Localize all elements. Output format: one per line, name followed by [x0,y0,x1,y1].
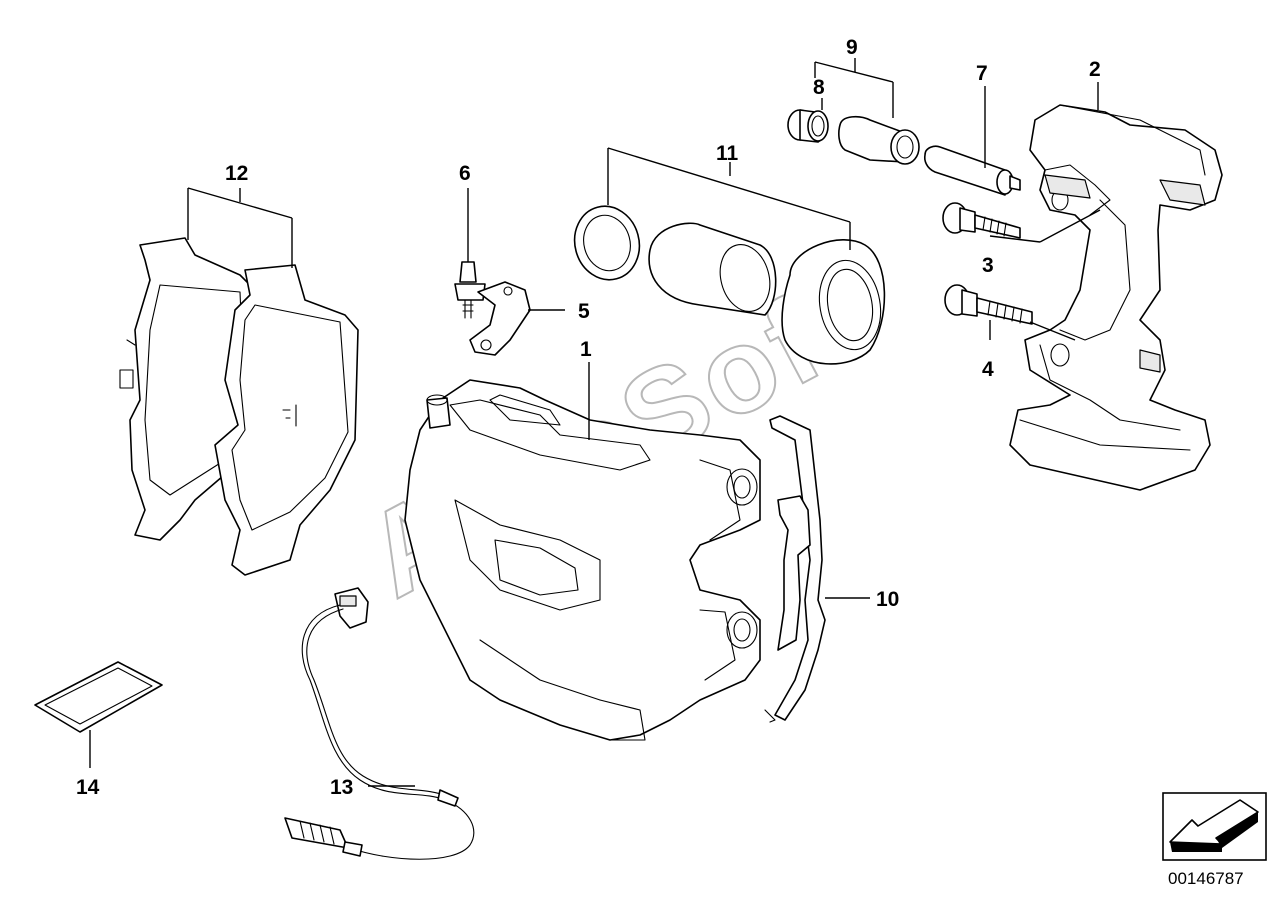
bleed-cap-part[interactable] [469,281,531,356]
callout-12: 12 [225,162,248,185]
callout-labels: 1 2 3 4 5 6 7 8 9 10 11 12 13 14 [76,36,1101,799]
callout-9: 9 [846,36,858,59]
callout-11: 11 [716,142,739,165]
bolt-long-part[interactable] [944,284,1033,325]
callout-2: 2 [1089,58,1101,81]
grease-packet-part[interactable] [34,661,163,733]
anti-rattle-spring-part[interactable] [764,415,826,723]
caliper-carrier-part[interactable] [1009,104,1223,491]
callout-3: 3 [982,254,994,277]
callout-5: 5 [578,300,590,323]
wear-sensor-part[interactable] [284,587,475,860]
callout-10: 10 [876,588,899,611]
piston-seal-kit-part[interactable] [567,199,888,365]
callout-8: 8 [813,76,825,99]
bolt-short-part[interactable] [942,202,1021,239]
callout-4: 4 [982,358,994,381]
callout-13: 13 [330,776,353,799]
callout-7: 7 [976,62,988,85]
orientation-arrow-box [1162,792,1267,861]
guide-sleeve-part[interactable] [838,115,920,165]
guide-boot-part[interactable] [787,109,829,143]
guide-pin-part[interactable] [923,145,1021,196]
caliper-housing-part[interactable] [404,379,761,741]
bleed-screw-part[interactable] [454,261,486,319]
document-number: 00146787 [1168,869,1244,888]
brake-pads-part[interactable] [119,237,359,576]
leader-lines [89,58,1101,787]
callout-14: 14 [76,776,100,799]
callout-6: 6 [459,162,471,185]
callout-1: 1 [580,338,592,361]
